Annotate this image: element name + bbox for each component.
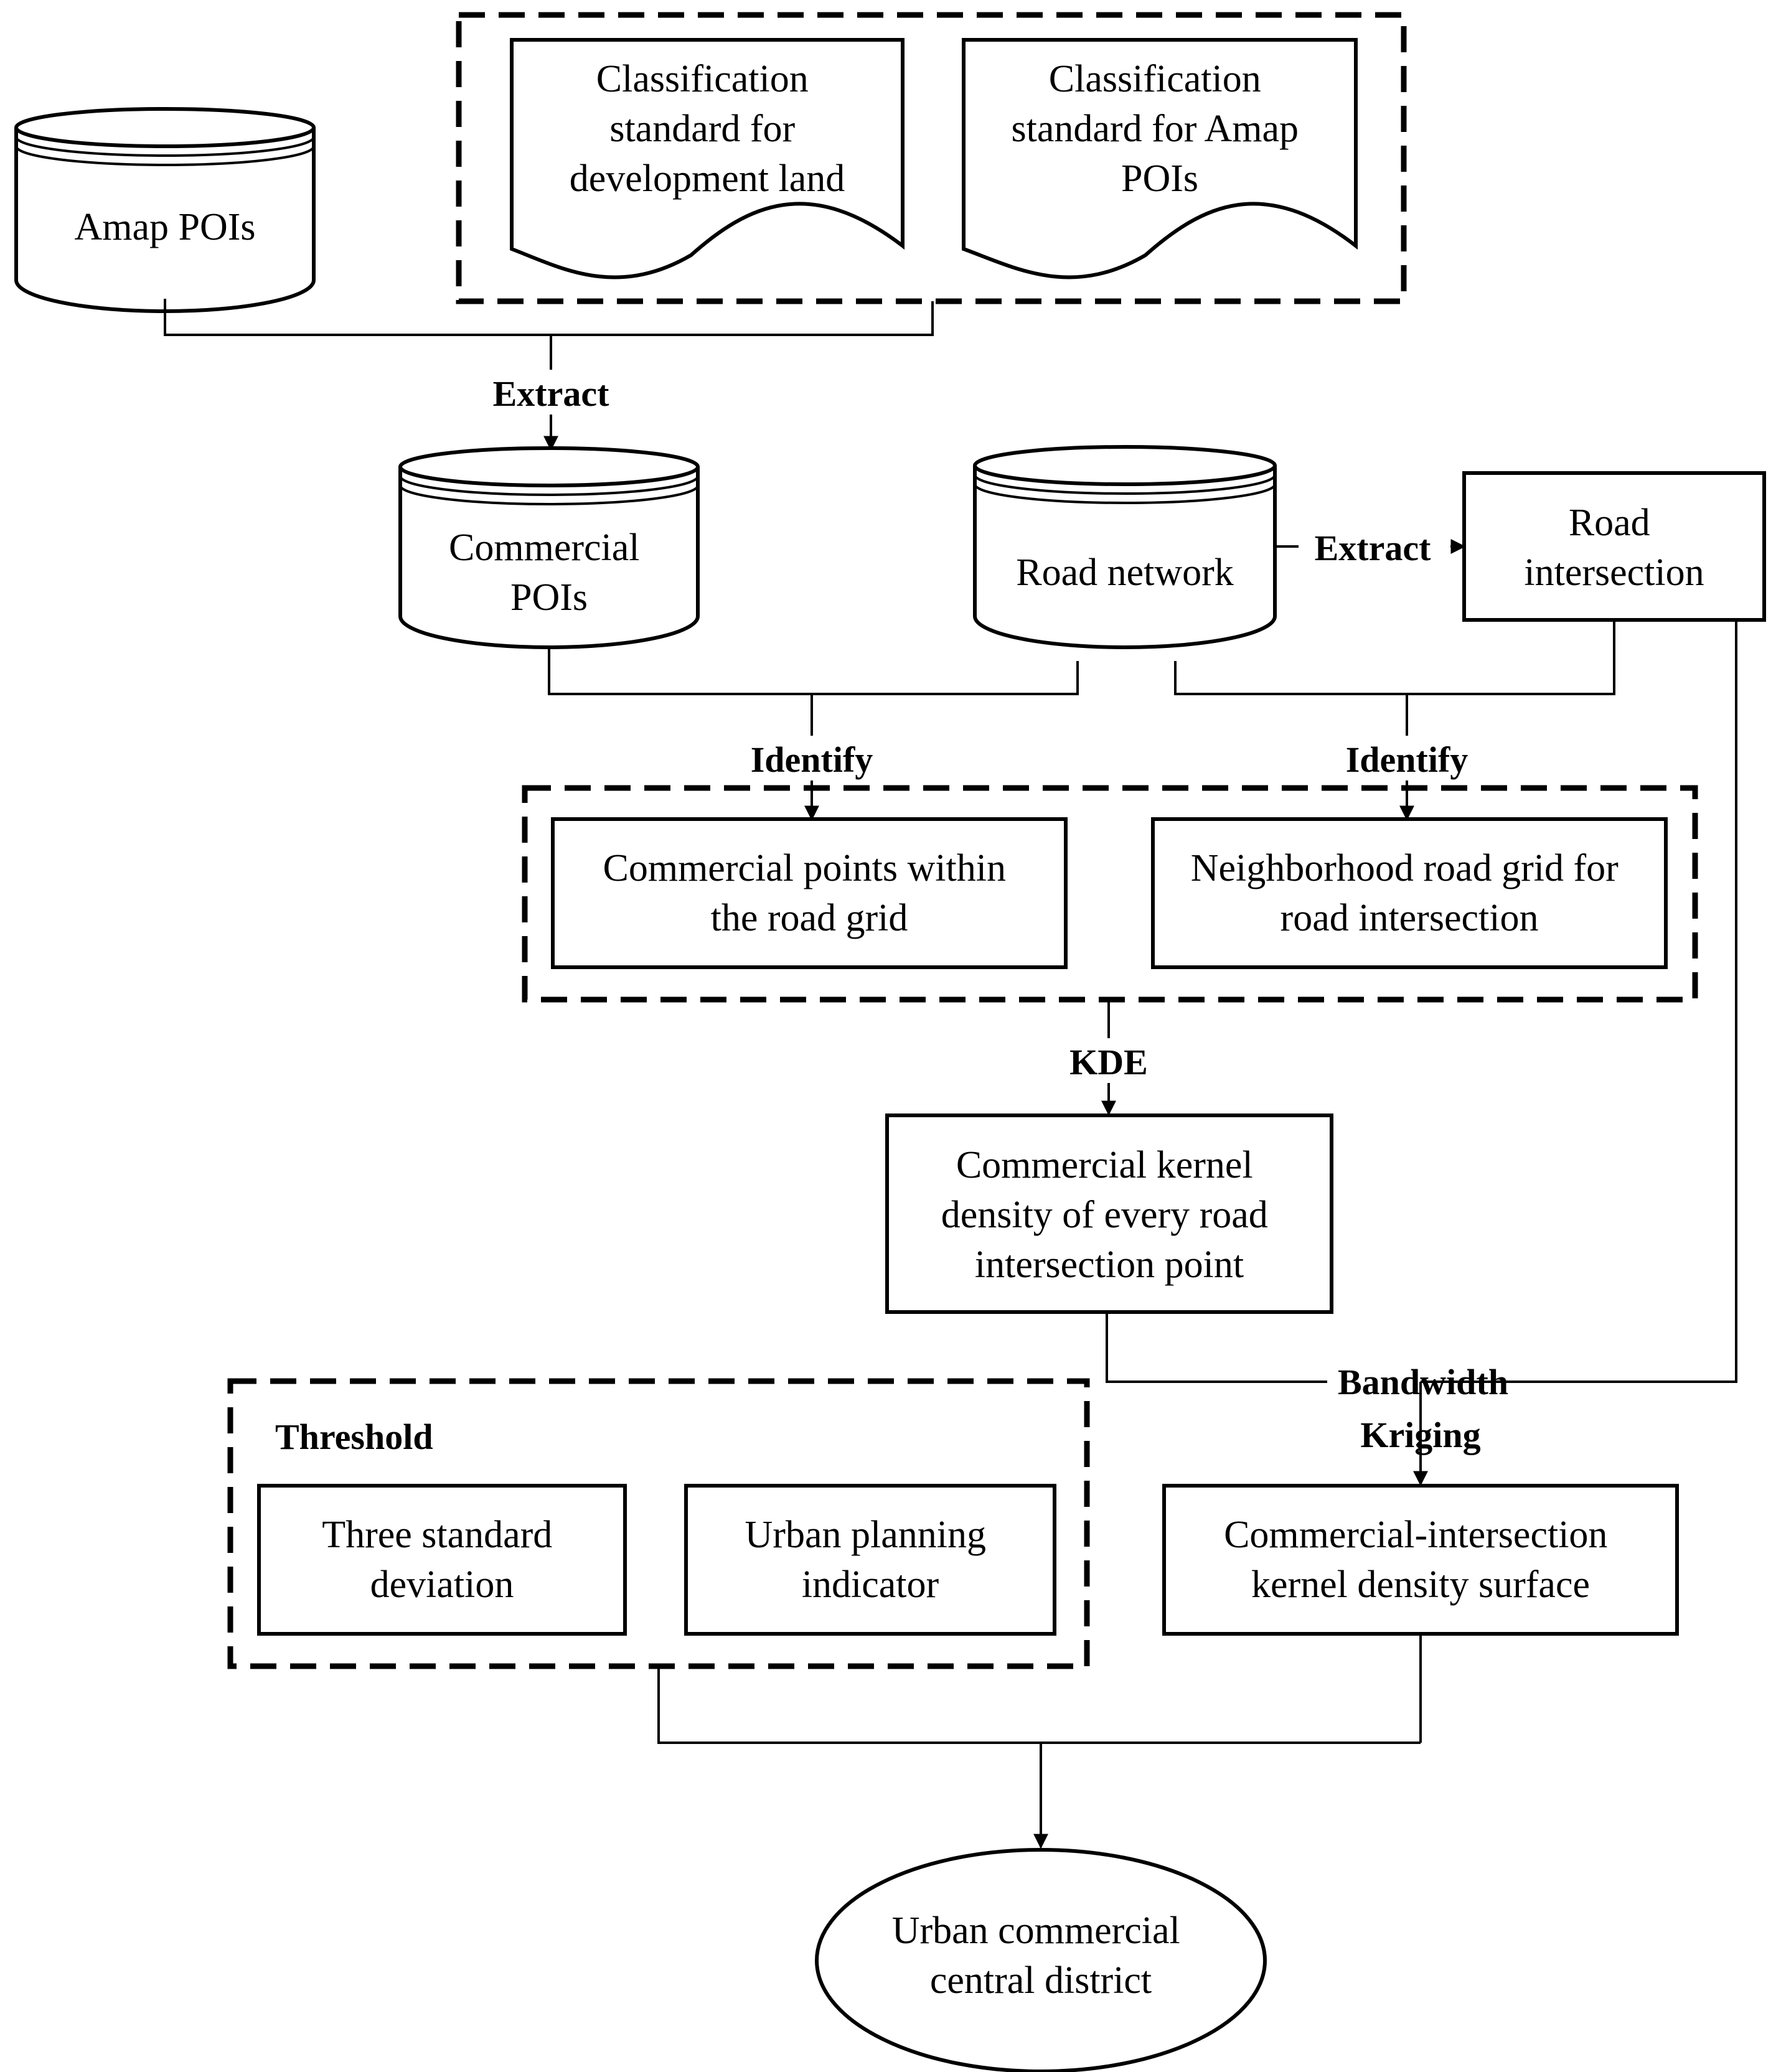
kernel-density-line-1: Commercial kernel (956, 1144, 1253, 1186)
svg-text:Urban commercial central: Urban commercial central district (892, 1910, 1190, 2002)
classification-standards-group (456, 12, 1407, 304)
ucd-line-1: Urban commercial (892, 1910, 1180, 1952)
connector-threshold-to-merge (657, 1666, 1421, 1744)
urban-indicator-line-2: indicator (802, 1563, 939, 1606)
classification-dev-land-document: Classification standard for development … (510, 38, 905, 279)
amap-pois-database: Amap POIs (14, 107, 316, 313)
svg-text:Classification standard: Classification standard for Amap POIs (1012, 58, 1309, 200)
classification-amap-pois-document: Classification standard for Amap POIs (962, 38, 1358, 279)
connector-kernel-to-bandwidth (1106, 1312, 1327, 1383)
svg-text:Commercial POIs: Commercial POIs (449, 527, 649, 619)
neighborhood-grid-line-1: Neighborhood road grid for (1191, 847, 1619, 889)
road-intersection-line-1: Road (1569, 502, 1650, 544)
bandwidth-label: Bandwidth (1338, 1362, 1508, 1402)
svg-text:Commercial-intersection: Commercial-intersection kernel density s… (1224, 1514, 1617, 1606)
three-std-line-2: deviation (370, 1563, 514, 1606)
identify-label-2: Identify (1346, 739, 1469, 780)
urban-commercial-district-ellipse: Urban commercial central district (815, 1848, 1267, 2072)
connector-amap-to-extract (164, 299, 934, 336)
threshold-title: Threshold (275, 1417, 433, 1457)
connector-identify-right (1174, 620, 1615, 695)
urban-indicator-line-1: Urban planning (745, 1514, 986, 1556)
classification-amap-line-3: POIs (1121, 157, 1198, 200)
neighborhood-grid-line-2: road intersection (1281, 897, 1539, 939)
svg-text:Three standard deviation: Three standard deviation (322, 1514, 562, 1606)
svg-text:Urban planning indicator: Urban planning indicator (745, 1514, 996, 1606)
identify-label-1: Identify (751, 739, 873, 780)
road-intersection-line-2: intersection (1524, 551, 1704, 594)
svg-text:Commercial kernel densit: Commercial kernel density of every road … (941, 1144, 1278, 1286)
commercial-pois-database: Commercial POIs (398, 446, 700, 649)
classification-dev-land-line-1: Classification (596, 58, 809, 100)
extract-label-1: Extract (493, 373, 609, 414)
classification-amap-line-2: standard for Amap (1012, 108, 1299, 150)
svg-text:Commercial points within: Commercial points within the road grid (603, 847, 1016, 939)
road-network-label: Road network (1016, 551, 1234, 594)
connector-identify-left (548, 647, 1079, 695)
kde-label: KDE (1069, 1042, 1148, 1082)
kernel-density-line-3: intersection point (975, 1244, 1244, 1286)
kernel-density-line-2: density of every road (941, 1194, 1268, 1236)
density-surface-line-2: kernel density surface (1251, 1563, 1590, 1606)
svg-text:Classification standard: Classification standard for development … (570, 58, 845, 200)
density-surface-box: Commercial-intersection kernel density s… (1162, 1484, 1679, 1636)
commercial-points-line-2: the road grid (711, 897, 908, 939)
three-std-box: Three standard deviation (257, 1484, 627, 1636)
kernel-density-box: Commercial kernel density of every road … (885, 1113, 1333, 1314)
amap-pois-label: Amap POIs (74, 206, 255, 248)
commercial-points-box: Commercial points within the road grid (551, 817, 1068, 969)
density-surface-line-1: Commercial-intersection (1224, 1514, 1607, 1556)
extract-label-2: Extract (1315, 528, 1431, 568)
commercial-pois-line-2: POIs (510, 576, 588, 619)
classification-dev-land-line-3: development land (570, 157, 845, 200)
three-std-line-1: Three standard (322, 1514, 552, 1556)
svg-text:Road intersection: Road intersection (1524, 502, 1704, 594)
classification-amap-line-1: Classification (1049, 58, 1261, 100)
commercial-pois-line-1: Commercial (449, 527, 639, 569)
road-intersection-box: Road intersection (1462, 471, 1766, 622)
neighborhood-grid-box: Neighborhood road grid for road intersec… (1151, 817, 1668, 969)
kriging-label: Kriging (1360, 1415, 1480, 1455)
commercial-points-line-1: Commercial points within (603, 847, 1007, 889)
connector-intersection-to-bandwidth (1421, 620, 1737, 1383)
svg-text:Neighborhood road grid for: Neighborhood road grid for road intersec… (1191, 847, 1628, 939)
ucd-line-2: central district (930, 1959, 1152, 2002)
road-network-database: Road network (973, 445, 1277, 649)
classification-dev-land-line-2: standard for (609, 108, 795, 150)
urban-indicator-box: Urban planning indicator (684, 1484, 1056, 1636)
